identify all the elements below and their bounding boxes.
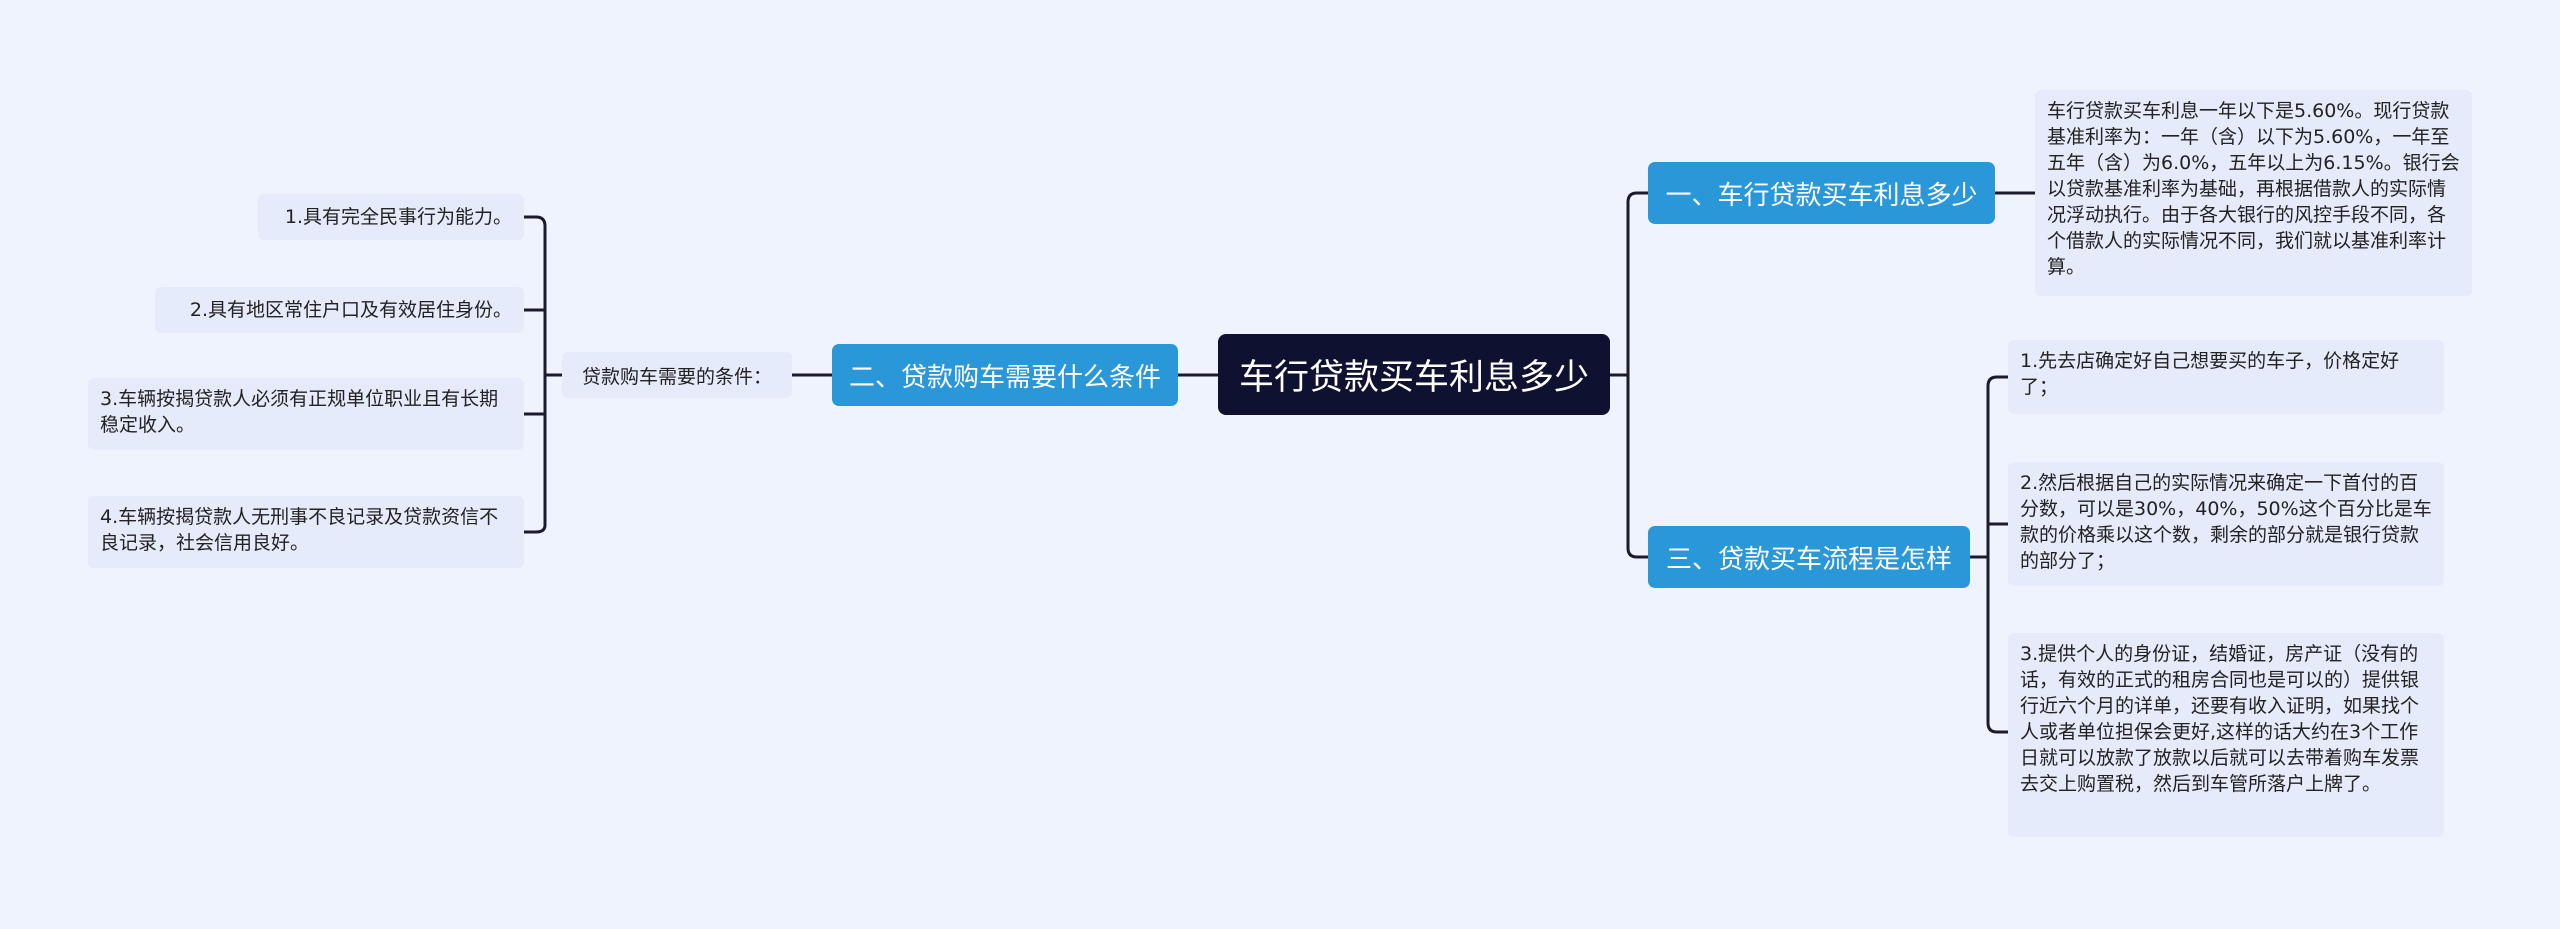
- process-step-1-text: 1.先去店确定好自己想要买的车子，价格定好了；: [2020, 350, 2400, 398]
- branch-interest-rate-label: 一、车行贷款买车利息多少: [1665, 180, 1978, 211]
- process-step-1[interactable]: 1.先去店确定好自己想要买的车子，价格定好了；: [2008, 340, 2444, 414]
- conditions-heading-label: 贷款购车需要的条件：: [581, 365, 772, 388]
- root-topic-label: 车行贷款买车利息多少: [1238, 358, 1589, 398]
- root-topic[interactable]: 车行贷款买车利息多少: [1218, 334, 1610, 415]
- edge-b3-trunk: [1968, 375, 2010, 734]
- condition-item-4[interactable]: 4.车辆按揭贷款人无刑事不良记录及贷款资信不良记录，社会信用良好。: [88, 496, 524, 568]
- interest-rate-detail[interactable]: 车行贷款买车利息一年以下是5.60%。现行贷款基准利率为：一年（含）以下为5.6…: [2035, 90, 2472, 296]
- condition-item-2[interactable]: 2.具有地区常住户口及有效居住身份。: [155, 287, 524, 333]
- branch-interest-rate[interactable]: 一、车行贷款买车利息多少: [1648, 162, 1995, 224]
- condition-item-1[interactable]: 1.具有完全民事行为能力。: [258, 194, 524, 240]
- interest-rate-detail-text: 车行贷款买车利息一年以下是5.60%。现行贷款基准利率为：一年（含）以下为5.6…: [2047, 100, 2460, 278]
- process-step-2[interactable]: 2.然后根据自己的实际情况来确定一下首付的百分数，可以是30%，40%，50%这…: [2008, 462, 2444, 586]
- branch-loan-conditions-label: 二、贷款购车需要什么条件: [848, 362, 1161, 393]
- branch-loan-process[interactable]: 三、贷款买车流程是怎样: [1648, 526, 1970, 588]
- condition-item-4-text: 4.车辆按揭贷款人无刑事不良记录及贷款资信不良记录，社会信用良好。: [100, 506, 499, 554]
- branch-loan-process-label: 三、贷款买车流程是怎样: [1665, 544, 1952, 575]
- branch-loan-conditions[interactable]: 二、贷款购车需要什么条件: [832, 344, 1178, 406]
- condition-item-1-text: 1.具有完全民事行为能力。: [284, 206, 512, 228]
- process-step-2-text: 2.然后根据自己的实际情况来确定一下首付的百分数，可以是30%，40%，50%这…: [2020, 472, 2432, 572]
- conditions-heading[interactable]: 贷款购车需要的条件：: [562, 352, 792, 398]
- edge-conditions-trunk: [522, 215, 564, 534]
- condition-item-3-text: 3.车辆按揭贷款人必须有正规单位职业且有长期稳定收入。: [100, 388, 499, 436]
- condition-item-3[interactable]: 3.车辆按揭贷款人必须有正规单位职业且有长期稳定收入。: [88, 378, 524, 450]
- process-step-3-text: 3.提供个人的身份证，结婚证，房产证（没有的话，有效的正式的租房合同也是可以的）…: [2020, 643, 2420, 795]
- process-step-3[interactable]: 3.提供个人的身份证，结婚证，房产证（没有的话，有效的正式的租房合同也是可以的）…: [2008, 633, 2444, 837]
- condition-item-2-text: 2.具有地区常住户口及有效居住身份。: [189, 299, 512, 321]
- edge-root-trunk: [1608, 191, 1650, 559]
